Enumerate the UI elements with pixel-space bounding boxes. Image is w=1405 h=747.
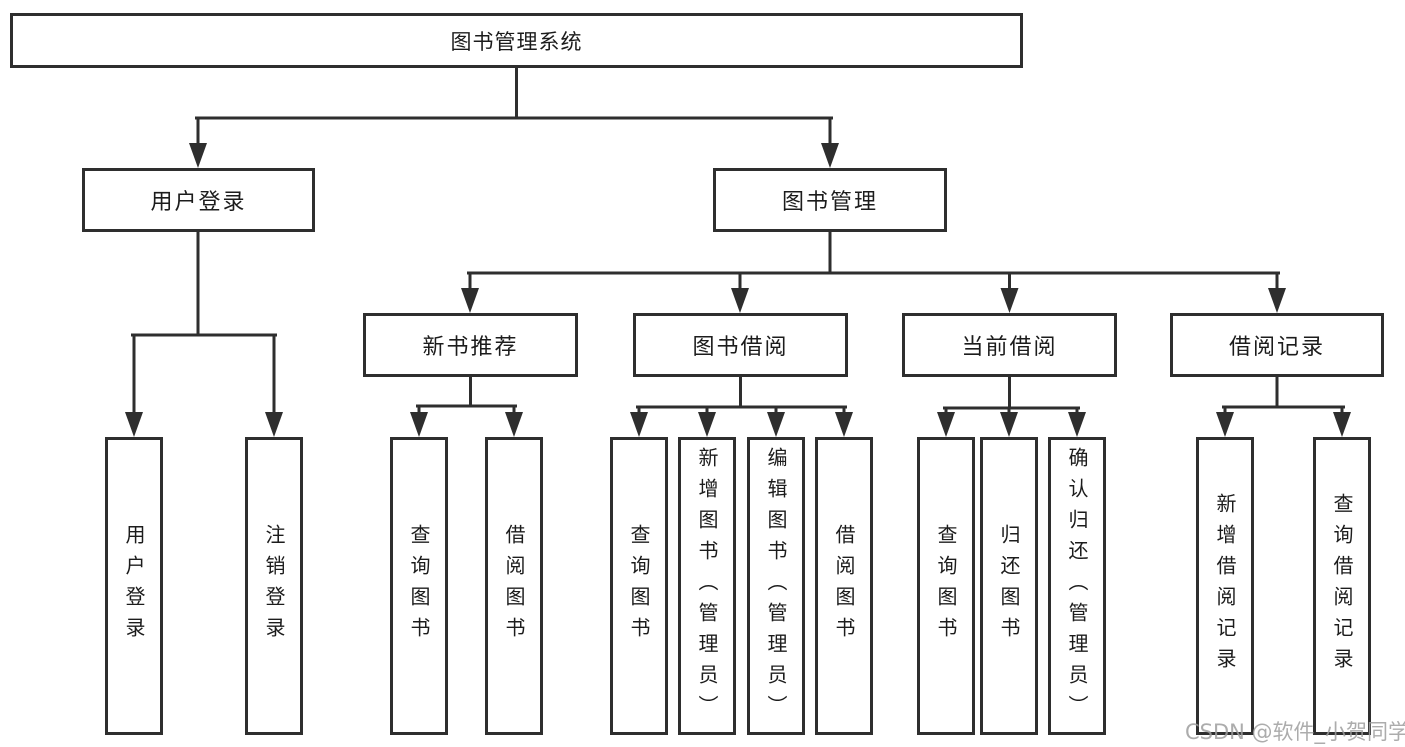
node-label: 借阅记录 — [1228, 335, 1325, 360]
leaf-user-login: 用户登录 — [105, 437, 163, 735]
node-label: 确认归还（管理员） — [1065, 446, 1089, 726]
leaf-borrow-books-recommend: 借阅图书 — [485, 437, 543, 735]
node-label: 编辑图书（管理员） — [764, 446, 788, 726]
leaf-query-books-recommend: 查询图书 — [390, 437, 448, 735]
leaf-logout: 注销登录 — [245, 437, 303, 735]
node-label: 查询借阅记录 — [1330, 493, 1354, 679]
leaf-return-books: 归还图书 — [980, 437, 1038, 735]
node-borrowing-records: 借阅记录 — [1170, 313, 1384, 377]
node-label: 新增图书（管理员） — [695, 446, 719, 726]
node-label: 图书管理系统 — [450, 29, 583, 54]
leaf-add-borrow-record: 新增借阅记录 — [1196, 437, 1254, 735]
node-label: 用户登录 — [150, 190, 247, 215]
leaf-add-books-admin: 新增图书（管理员） — [678, 437, 736, 735]
node-label: 图书管理 — [781, 190, 878, 215]
node-book-management: 图书管理 — [713, 168, 947, 232]
leaf-query-borrow-record: 查询借阅记录 — [1313, 437, 1371, 735]
node-user-login: 用户登录 — [82, 168, 315, 232]
node-label: 查询图书 — [627, 524, 651, 648]
leaf-edit-books-admin: 编辑图书（管理员） — [747, 437, 805, 735]
node-label: 借阅图书 — [832, 524, 856, 648]
arrowheads — [125, 143, 1351, 437]
node-library-management-system: 图书管理系统 — [10, 13, 1023, 68]
node-label: 当前借阅 — [961, 335, 1058, 360]
node-label: 查询图书 — [934, 524, 958, 648]
node-label: 用户登录 — [122, 524, 146, 648]
leaf-borrow-books: 借阅图书 — [815, 437, 873, 735]
leaf-query-books-current: 查询图书 — [917, 437, 975, 735]
node-label: 归还图书 — [997, 524, 1021, 648]
node-new-book-recommendation: 新书推荐 — [363, 313, 578, 377]
node-label: 借阅图书 — [502, 524, 526, 648]
leaf-confirm-return-admin: 确认归还（管理员） — [1048, 437, 1106, 735]
node-label: 图书借阅 — [692, 335, 789, 360]
node-current-borrowing: 当前借阅 — [902, 313, 1117, 377]
node-book-borrowing: 图书借阅 — [633, 313, 848, 377]
node-label: 查询图书 — [407, 524, 431, 648]
leaf-query-books-borrowing: 查询图书 — [610, 437, 668, 735]
node-label: 新书推荐 — [422, 335, 519, 360]
node-label: 新增借阅记录 — [1213, 493, 1237, 679]
node-label: 注销登录 — [262, 524, 286, 648]
